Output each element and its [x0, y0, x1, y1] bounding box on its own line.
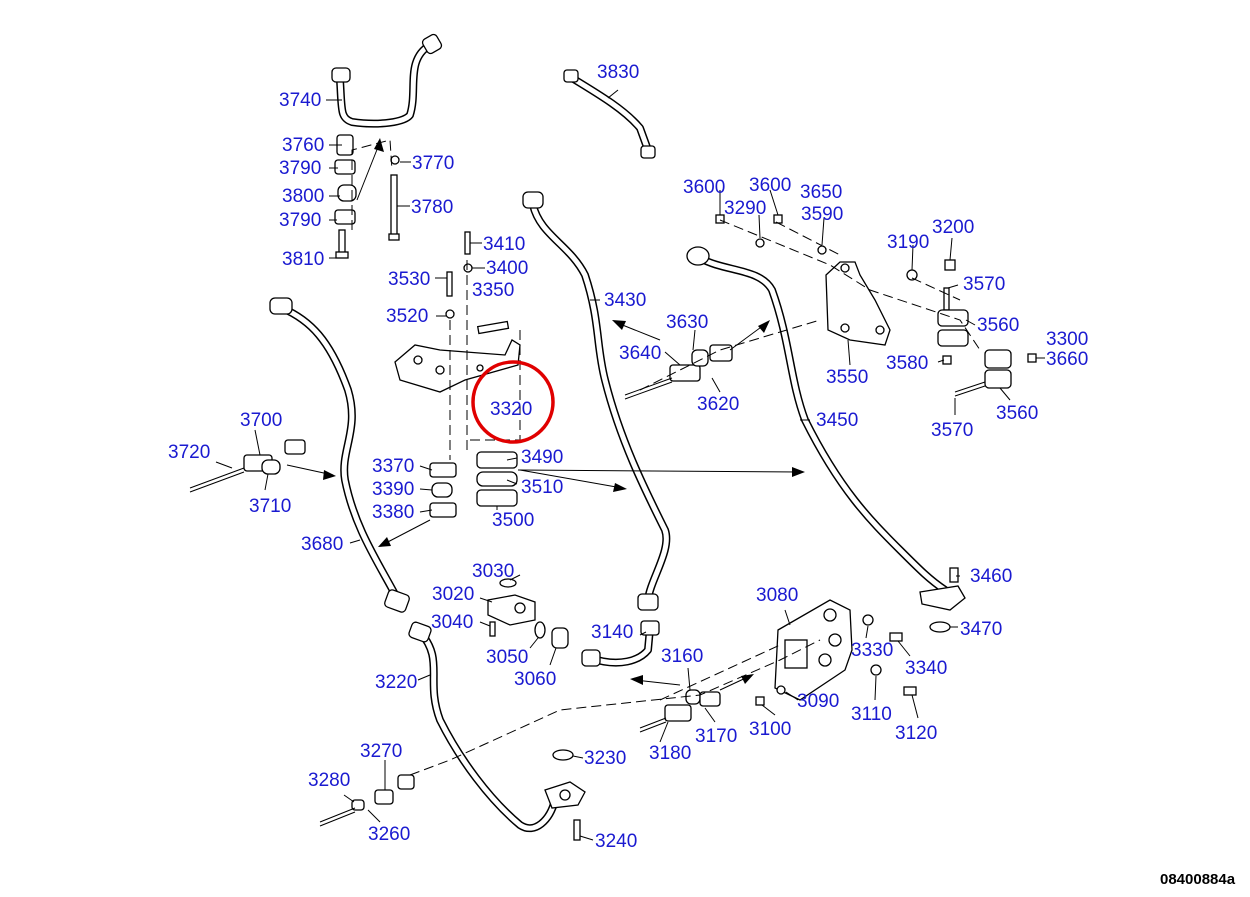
pipe-3430 — [522, 191, 671, 611]
part-label[interactable]: 3290 — [724, 198, 766, 219]
part-label[interactable]: 3050 — [486, 647, 528, 668]
part-label[interactable]: 3640 — [619, 343, 661, 364]
part-label[interactable]: 3040 — [431, 612, 473, 633]
part-label[interactable]: 3470 — [960, 619, 1002, 640]
part-labels: 3740 3760 3790 3770 3800 3790 3780 3810 … — [168, 62, 1088, 852]
part-label[interactable]: 3430 — [604, 290, 646, 311]
part-label[interactable]: 3270 — [360, 741, 402, 762]
part-label[interactable]: 3570 — [931, 420, 973, 441]
part-label[interactable]: 3260 — [368, 824, 410, 845]
part-label[interactable]: 3510 — [521, 477, 563, 498]
part-label[interactable]: 3790 — [279, 158, 321, 179]
pipe-3740 — [331, 33, 443, 128]
part-label[interactable]: 3340 — [905, 658, 947, 679]
part-label[interactable]: 3560 — [996, 403, 1038, 424]
part-label[interactable]: 3600 — [749, 175, 791, 196]
pipe-3830 — [563, 69, 656, 159]
part-label[interactable]: 3230 — [584, 748, 626, 769]
assembly-dash-lines — [351, 139, 981, 776]
leader-lines — [215, 89, 1045, 841]
part-label[interactable]: 3810 — [282, 249, 324, 270]
part-label[interactable]: 3140 — [591, 622, 633, 643]
diagram-reference-code: 08400884a — [1160, 871, 1236, 888]
bracket-3320 — [394, 339, 521, 393]
part-label[interactable]: 3460 — [970, 566, 1012, 587]
part-label[interactable]: 3400 — [486, 258, 528, 279]
part-label[interactable]: 3060 — [514, 669, 556, 690]
part-label[interactable]: 3220 — [375, 672, 417, 693]
part-label[interactable]: 3490 — [521, 447, 563, 468]
part-label[interactable]: 3500 — [492, 510, 534, 531]
part-label[interactable]: 3030 — [472, 561, 514, 582]
part-label[interactable]: 3800 — [282, 186, 324, 207]
part-label[interactable]: 3170 — [695, 726, 737, 747]
bracket-3550 — [825, 261, 891, 346]
part-label[interactable]: 3330 — [851, 640, 893, 661]
flange-3020 — [487, 594, 536, 626]
part-label[interactable]: 3550 — [826, 367, 868, 388]
part-label[interactable]: 3710 — [249, 496, 291, 517]
direction-arrows — [286, 138, 805, 691]
part-label[interactable]: 3410 — [483, 234, 525, 255]
part-label[interactable]: 3770 — [412, 153, 454, 174]
part-label[interactable]: 3120 — [895, 723, 937, 744]
flange-3240 — [544, 781, 586, 809]
part-label[interactable]: 3630 — [666, 312, 708, 333]
part-label[interactable]: 3300 — [1046, 329, 1088, 350]
part-label[interactable]: 3680 — [301, 534, 343, 555]
part-label[interactable]: 3390 — [372, 479, 414, 500]
pipe-3220 — [408, 621, 559, 833]
part-label[interactable]: 3740 — [279, 90, 321, 111]
part-label[interactable]: 3600 — [683, 177, 725, 198]
part-label[interactable]: 3700 — [240, 410, 282, 431]
part-label[interactable]: 3080 — [756, 585, 798, 606]
part-label[interactable]: 3650 — [800, 182, 842, 203]
part-label[interactable]: 3530 — [388, 269, 430, 290]
part-label[interactable]: 3760 — [282, 135, 324, 156]
part-label[interactable]: 3240 — [595, 831, 637, 852]
pipe-3680 — [269, 297, 410, 613]
part-label[interactable]: 3580 — [886, 353, 928, 374]
part-label[interactable]: 3520 — [386, 306, 428, 327]
part-label[interactable]: 3160 — [661, 646, 703, 667]
part-label[interactable]: 3020 — [432, 584, 474, 605]
part-label[interactable]: 3190 — [887, 232, 929, 253]
part-label[interactable]: 3280 — [308, 770, 350, 791]
part-label[interactable]: 3660 — [1046, 349, 1088, 370]
part-label[interactable]: 3110 — [851, 704, 892, 725]
part-label[interactable]: 3350 — [472, 280, 514, 301]
part-label[interactable]: 3380 — [372, 502, 414, 523]
part-label[interactable]: 3570 — [963, 274, 1005, 295]
part-label[interactable]: 3720 — [168, 442, 210, 463]
part-label[interactable]: 3180 — [649, 743, 691, 764]
pipe-3140 — [581, 620, 660, 667]
part-label[interactable]: 3620 — [697, 394, 739, 415]
part-label[interactable]: 3370 — [372, 456, 414, 477]
highlight-circle-3320 — [471, 360, 555, 444]
part-label[interactable]: 3560 — [977, 315, 1019, 336]
part-label[interactable]: 3830 — [597, 62, 639, 83]
small-parts — [189, 134, 1037, 841]
part-label[interactable]: 3790 — [279, 210, 321, 231]
highlighted-part-label[interactable]: 3320 — [490, 399, 532, 420]
plate-3080 — [774, 599, 853, 701]
part-label[interactable]: 3450 — [816, 410, 858, 431]
part-label[interactable]: 3100 — [749, 719, 791, 740]
part-label[interactable]: 3590 — [801, 204, 843, 225]
part-label[interactable]: 3090 — [797, 691, 839, 712]
part-label[interactable]: 3200 — [932, 217, 974, 238]
part-label[interactable]: 3780 — [411, 197, 453, 218]
